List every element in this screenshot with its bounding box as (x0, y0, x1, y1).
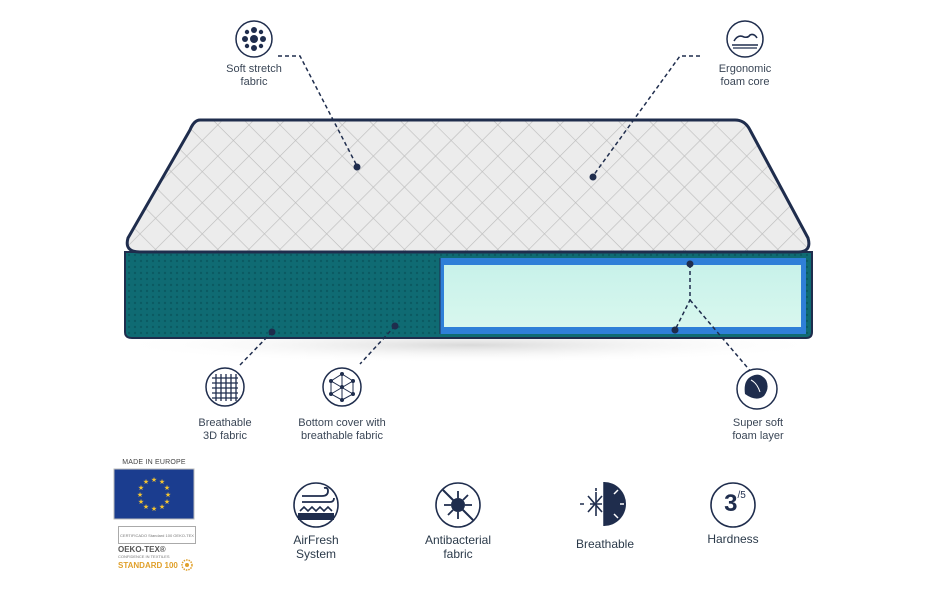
hardness-value: 3 (724, 490, 738, 517)
mattress-side (124, 251, 813, 339)
feature-label-line-2: fabric (443, 547, 473, 561)
hardness-rating: 3/5 (715, 490, 755, 520)
soft-stretch-icon (235, 20, 273, 58)
callout-bottom-cover: Bottom cover with breathable fabric (292, 417, 392, 443)
label-line-1: Super soft (732, 417, 784, 429)
made-in-europe-text: MADE IN EUROPE (122, 459, 186, 466)
svg-text:★: ★ (138, 498, 144, 506)
feature-label: Hardness (707, 532, 759, 546)
svg-text:★: ★ (159, 503, 165, 511)
svg-text:★: ★ (159, 478, 165, 486)
feature-antibacterial: Antibacterial fabric (410, 533, 506, 561)
svg-text:★: ★ (151, 505, 157, 513)
certificate-text: CERTIFICADO Standard 100 OEKO-TEX (120, 532, 194, 538)
label-line-2: fabric (240, 76, 268, 88)
oeko-tex-text: OEKO-TEX® (118, 545, 166, 554)
super-soft-foam-icon (736, 368, 778, 410)
foam-core (444, 265, 801, 327)
feature-label-line-1: Antibacterial (424, 533, 492, 547)
oeko-tex-badge: OEKO-TEX® CONFIDENCE IN TEXTILES STANDAR… (118, 545, 198, 571)
callout-dots (268, 163, 694, 336)
callout-lines (239, 55, 759, 381)
hardness-icon (710, 482, 756, 528)
svg-text:★: ★ (151, 476, 157, 484)
label-line-1: Breathable (198, 417, 252, 429)
svg-text:★: ★ (164, 484, 170, 492)
breathable-icon (580, 482, 626, 526)
svg-text:★: ★ (165, 491, 171, 499)
antibacterial-icon (435, 482, 481, 528)
label-line-2: breathable fabric (301, 430, 383, 442)
label-line-2: foam core (720, 76, 770, 88)
airfresh-icon (293, 482, 339, 528)
label-line-1: Ergonomic (718, 63, 772, 75)
made-in-europe-badge: MADE IN EUROPE ★★★ ★★★ ★★★ ★★★ (113, 459, 195, 520)
callout-breathable-3d-fabric: Breathable 3D fabric (185, 417, 265, 443)
certificate-strip: CERTIFICADO Standard 100 OEKO-TEX (118, 526, 196, 544)
confidence-text: CONFIDENCE IN TEXTILES (118, 554, 170, 559)
svg-text:★: ★ (143, 478, 149, 486)
feature-breathable: Breathable (565, 537, 645, 551)
eu-flag-icon: ★★★ ★★★ ★★★ ★★★ (113, 468, 195, 520)
svg-text:★: ★ (143, 503, 149, 511)
callout-soft-stretch-fabric: Soft stretch fabric (219, 63, 289, 89)
callout-ergonomic-foam-core: Ergonomic foam core (710, 63, 780, 89)
bottom-cover-icon (322, 367, 362, 407)
svg-text:★: ★ (138, 484, 144, 492)
hardness-scale: /5 (737, 490, 746, 501)
mattress-top (125, 118, 811, 254)
ergonomic-foam-icon (726, 20, 764, 58)
feature-hardness: Hardness (693, 532, 773, 546)
feature-label-line-2: System (295, 547, 336, 561)
standard-100-text: STANDARD 100 (118, 560, 178, 570)
feature-label-line-1: AirFresh (293, 533, 339, 547)
label-line-1: Bottom cover with (298, 417, 386, 429)
feature-airfresh: AirFresh System (276, 533, 356, 561)
oeko-seal-icon (181, 559, 193, 571)
svg-text:★: ★ (137, 491, 143, 499)
label-line-1: Soft stretch (226, 63, 282, 75)
breathable-3d-fabric-icon (205, 367, 245, 407)
label-line-2: foam layer (732, 430, 784, 442)
svg-text:★: ★ (164, 498, 170, 506)
callout-super-soft-foam-layer: Super soft foam layer (718, 417, 798, 443)
label-line-2: 3D fabric (202, 430, 248, 442)
feature-label: Breathable (575, 537, 635, 551)
